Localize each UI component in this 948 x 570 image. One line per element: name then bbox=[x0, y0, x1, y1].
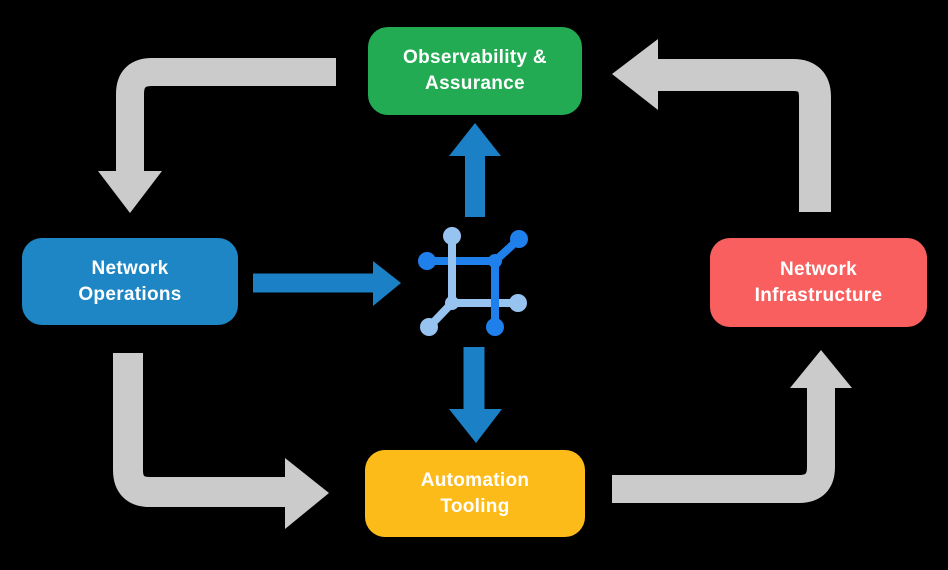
arrow-head bbox=[790, 350, 852, 388]
arrow-infrastructure-to-observability bbox=[612, 39, 831, 212]
node-label-line1: Network bbox=[779, 258, 858, 280]
arrow-operations-to-center bbox=[253, 261, 401, 306]
icon-light-nodes bbox=[420, 227, 527, 336]
arrow-center-to-tooling bbox=[449, 347, 502, 443]
icon-bright-nodes bbox=[418, 230, 528, 336]
arrow-shaft bbox=[116, 58, 336, 174]
node-label-line1: Observability & bbox=[403, 47, 547, 68]
node-label: Network Operations bbox=[78, 256, 181, 308]
node-label: Network Infrastructure bbox=[755, 257, 883, 309]
arrow-shaft bbox=[113, 353, 286, 507]
arrow-shaft bbox=[656, 59, 831, 212]
node-observability-assurance: Observability & Assurance bbox=[368, 27, 582, 115]
arrow-operations-to-tooling bbox=[113, 353, 329, 529]
arrow-head bbox=[449, 409, 502, 443]
node-label: Observability & Assurance bbox=[403, 45, 547, 97]
node-label-line2: Infrastructure bbox=[754, 284, 883, 306]
arrow-head bbox=[98, 171, 162, 213]
arrow-head bbox=[285, 458, 329, 529]
node-label-line2: Tooling bbox=[440, 495, 510, 517]
arrow-head bbox=[612, 39, 658, 110]
network-mesh-icon bbox=[418, 227, 528, 336]
node-network-operations: Network Operations bbox=[22, 238, 238, 325]
arrow-shaft bbox=[612, 388, 835, 503]
arrow-observability-to-operations bbox=[98, 58, 336, 213]
node-label-line2: Operations bbox=[78, 283, 182, 305]
arrow-center-to-observability bbox=[449, 123, 501, 217]
node-automation-tooling: Automation Tooling bbox=[365, 450, 585, 537]
arrow-head bbox=[449, 123, 501, 156]
node-label: Automation Tooling bbox=[421, 468, 530, 520]
node-label-line2: Assurance bbox=[425, 73, 525, 94]
arrow-tooling-to-infrastructure bbox=[612, 350, 852, 503]
arrow-head bbox=[373, 261, 401, 306]
node-label-line1: Automation bbox=[420, 469, 530, 491]
node-network-infrastructure: Network Infrastructure bbox=[710, 238, 927, 327]
node-label-line1: Network bbox=[91, 257, 169, 279]
